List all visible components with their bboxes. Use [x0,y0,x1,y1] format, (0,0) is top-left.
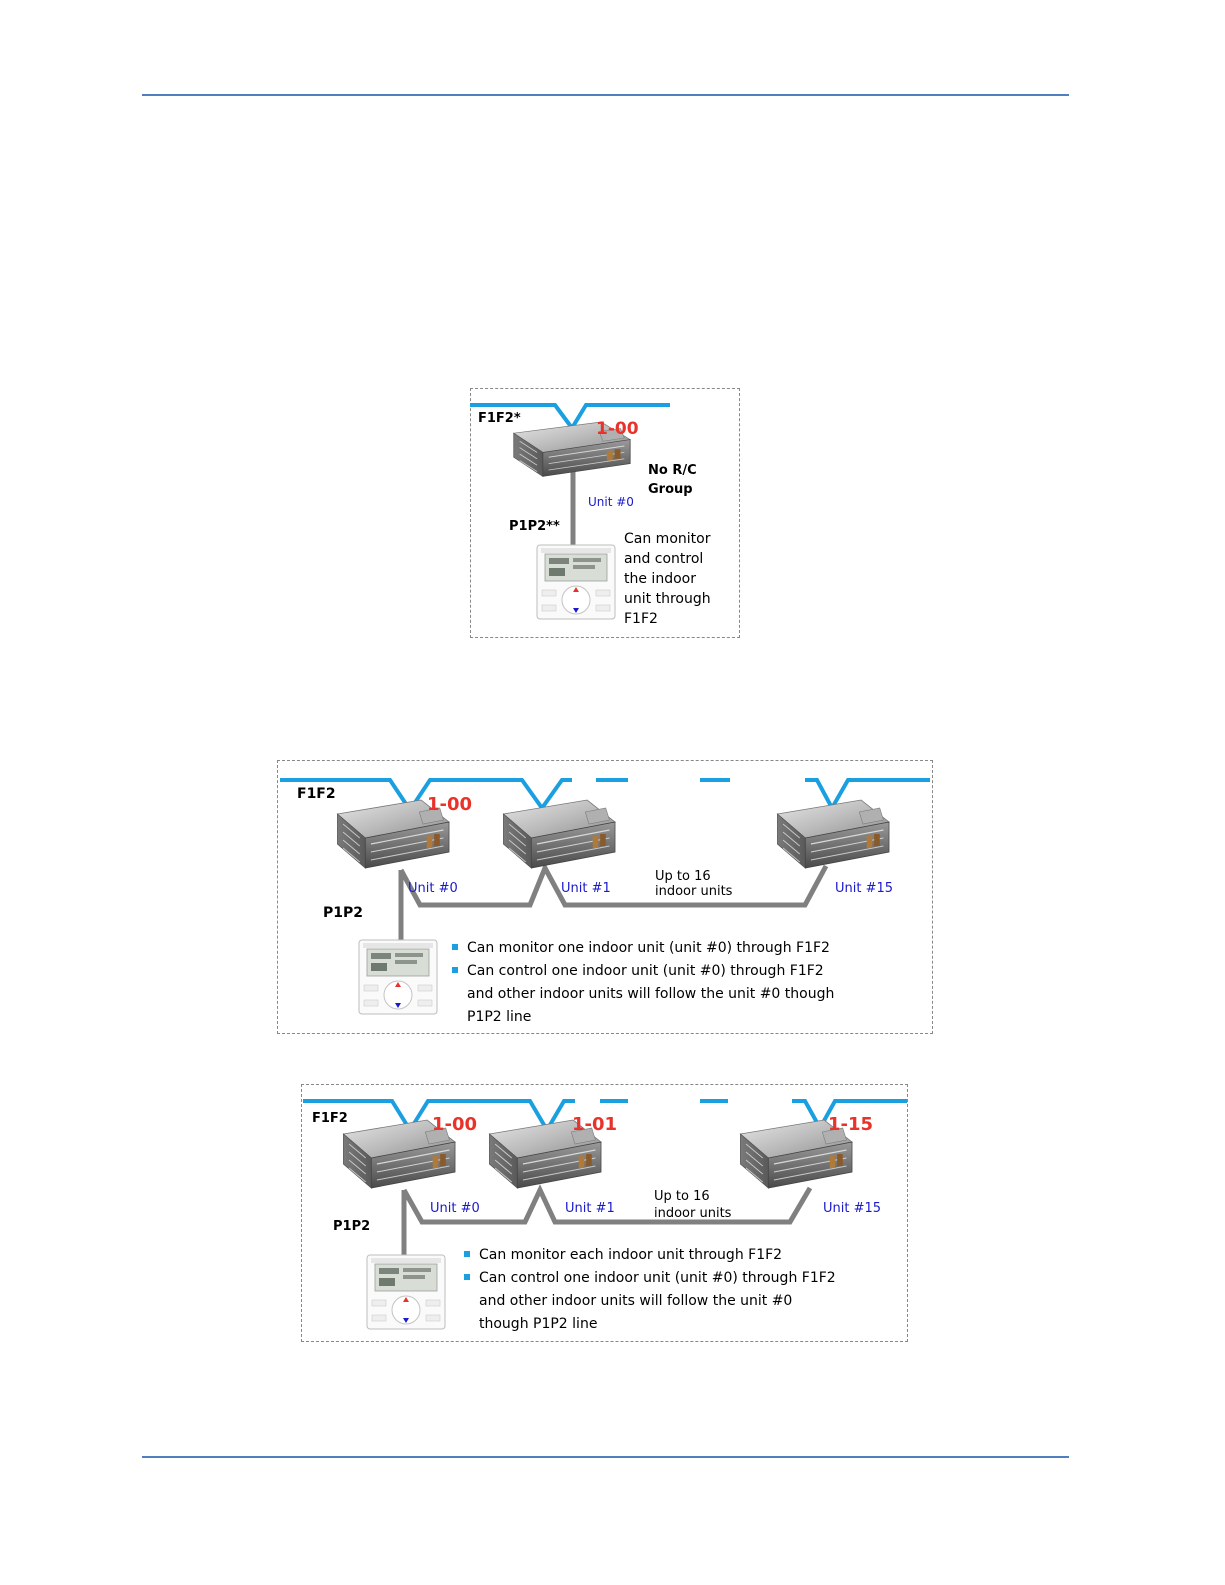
indoor-unit-icon [502,799,616,869]
unit-label: Unit #1 [565,1201,615,1216]
f1f2-label: F1F2 [312,1111,348,1126]
bullet-marker [464,1274,470,1280]
bullet-text: Can monitor each indoor unit through F1F… [479,1247,782,1263]
bullet-text: Can monitor one indoor unit (unit #0) th… [467,940,830,956]
indoor-unit-icon [776,799,890,869]
unit-label: Unit #0 [430,1201,480,1216]
note-line-4: unit through [624,591,711,607]
f1f2-bus-line [280,778,572,814]
bullet-marker [452,944,458,950]
no-rc-group-line-2: Group [648,482,693,497]
p1p2-label: P1P2** [509,519,560,534]
note-line-1: Can monitor [624,531,711,547]
bullet-text: and other indoor units will follow the u… [467,986,834,1002]
diagram-3: F1F2 1-00 1-01 1-15 P1P2 Unit #0 Unit #1… [303,1099,907,1332]
f1f2-bus-line [805,778,930,813]
unit-label: Unit #0 [588,495,634,509]
up-to-label-line-1: Up to 16 [655,869,711,884]
note-line-2: and control [624,551,703,567]
diagram-3-panel [301,1084,908,1342]
unit-label: Unit #15 [823,1201,881,1216]
f1f2-bus-line [303,1099,575,1134]
remote-controller-icon [366,1254,446,1330]
unit-label: Unit #15 [835,881,893,896]
address-label: 1-01 [572,1114,617,1135]
bullet-text: and other indoor units will follow the u… [479,1293,792,1309]
unit-label: Unit #1 [561,881,611,896]
f1f2-label: F1F2 [297,786,336,802]
unit-label: Unit #0 [408,881,458,896]
footer-rule [142,1456,1069,1458]
f1f2-label: F1F2* [478,411,521,426]
diagram-2-panel [277,760,933,1034]
remote-controller-icon [536,544,616,620]
diagram-1: F1F2* 1-00 No R/C Group Unit #0 P1P2** C… [470,403,711,627]
bullet-text: Can control one indoor unit (unit #0) th… [479,1270,836,1286]
bullet-marker [452,967,458,973]
diagram-2: F1F2 1-00 P1P2 Unit #0 Unit #1 Unit #15 … [280,778,930,1025]
note-line-5: F1F2 [624,611,658,627]
diagram-1-panel [470,388,740,638]
address-label: 1-00 [432,1114,477,1135]
note-line-3: the indoor [624,571,696,587]
bullet-text: P1P2 line [467,1009,531,1025]
up-to-label-line-2: indoor units [655,884,733,899]
p1p2-label: P1P2 [333,1219,370,1234]
no-rc-group-line-1: No R/C [648,463,697,478]
address-label: 1-00 [427,794,472,815]
p1p2-wire [398,862,829,908]
up-to-label-line-2: indoor units [654,1206,732,1221]
address-label: 1-15 [828,1114,873,1135]
up-to-label-line-1: Up to 16 [654,1189,710,1204]
bullet-text: Can control one indoor unit (unit #0) th… [467,963,824,979]
bullet-marker [464,1251,470,1257]
p1p2-label: P1P2 [323,905,363,921]
remote-controller-icon [358,939,438,1015]
header-rule [142,94,1069,96]
bullet-text: though P1P2 line [479,1316,597,1332]
address-label: 1-00 [596,419,639,439]
p1p2-wire [401,1184,813,1225]
